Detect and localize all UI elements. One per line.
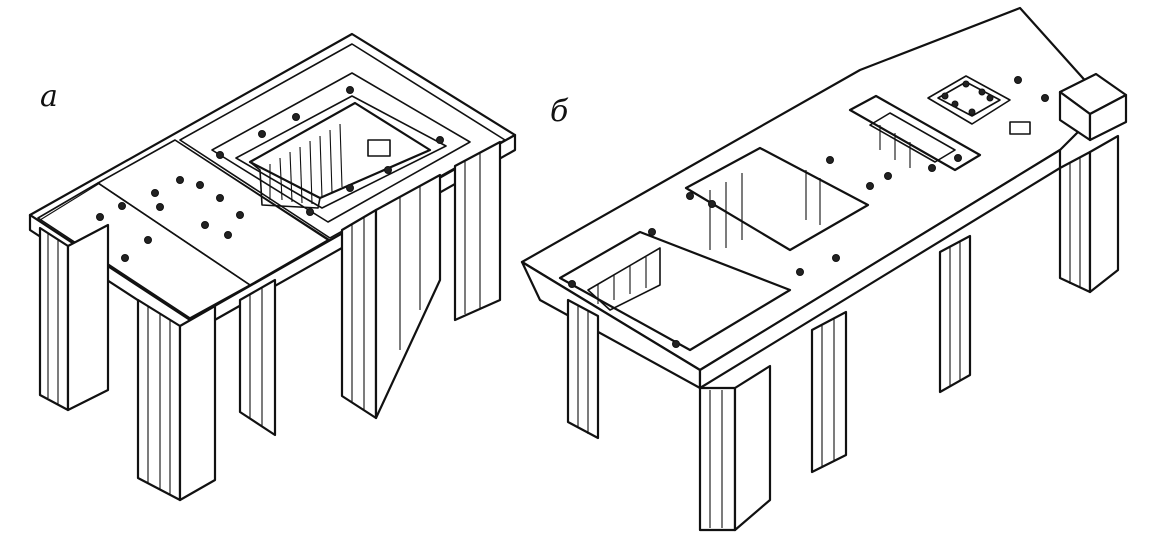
leg-a-right-face: [374, 173, 442, 420]
pocket-frame-mid: [211, 72, 471, 223]
leg-a-right: [340, 208, 378, 420]
raised-block-side: [1088, 93, 1128, 142]
leg-a-front-main: [136, 298, 182, 502]
leg-b-middle-1: [810, 310, 848, 474]
foundation-block-b: [520, 6, 1128, 532]
pocket-frame-inner: [235, 95, 447, 209]
leg-a-back: [453, 140, 502, 322]
pocket-wall-left: [249, 161, 321, 209]
leg-b-front-left: [566, 298, 600, 440]
bolt-marks-a: [96, 86, 444, 262]
pocket-b-large-wall: [587, 247, 661, 311]
figure-label-a: а: [40, 79, 58, 114]
plate-middle: [97, 139, 329, 286]
leg-a-front-main-face: [178, 304, 217, 502]
leg-a-front-left: [38, 226, 70, 412]
pocket-b-mid: [684, 146, 870, 252]
leg-b-back: [1058, 150, 1092, 294]
leg-b-front-main-face: [733, 364, 772, 532]
leg-a-front-left-face: [66, 223, 110, 412]
leg-a-middle: [238, 278, 277, 437]
pocket-b-large: [558, 230, 792, 352]
channel-b-upper: [848, 94, 982, 172]
leg-b-back-face: [1088, 134, 1120, 294]
leg-b-front-main: [698, 386, 737, 532]
bolt-marks-b: [568, 76, 1049, 348]
foundation-block-a: [28, 32, 517, 502]
bolted-plate: [927, 75, 1011, 125]
figure-label-b: б: [550, 94, 569, 129]
leg-b-middle-2: [938, 234, 972, 394]
